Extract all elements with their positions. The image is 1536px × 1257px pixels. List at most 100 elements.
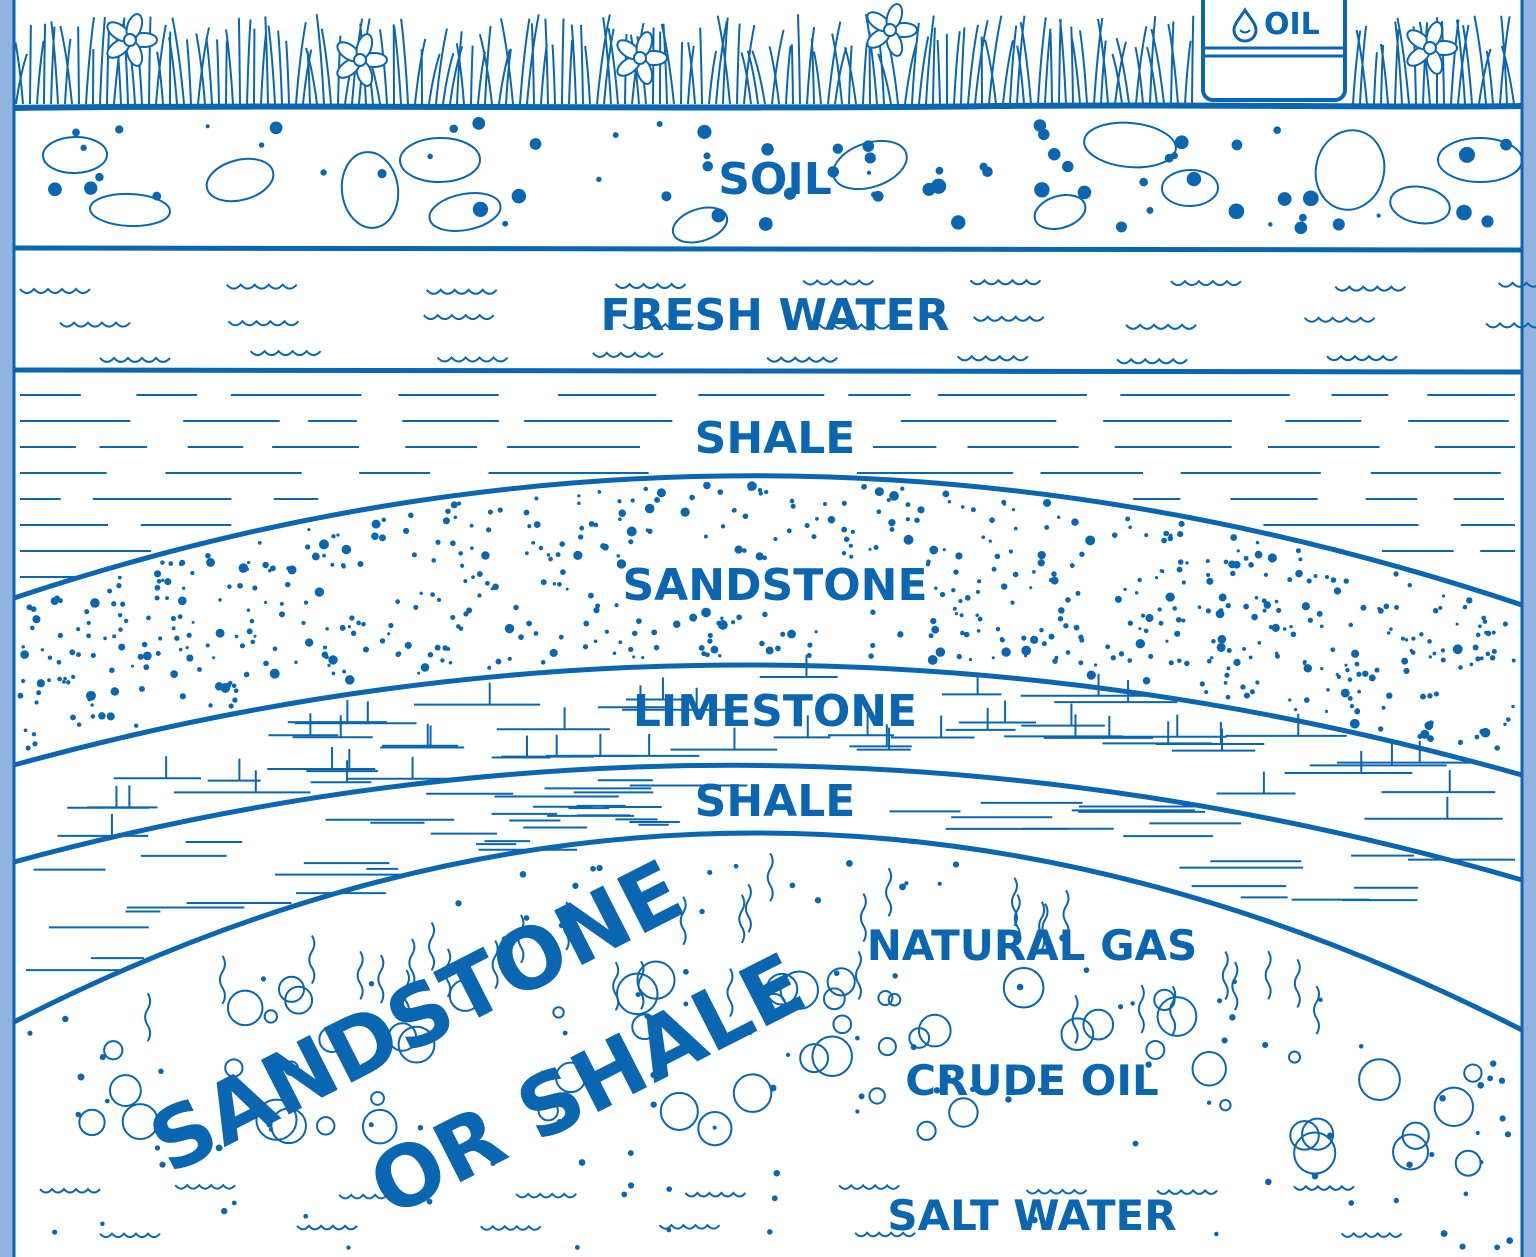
sand-grain [171, 626, 176, 631]
reservoir-dot [1117, 1004, 1124, 1010]
gas-wisp [726, 968, 734, 1018]
sand-grain [118, 643, 126, 651]
pebble [697, 124, 712, 139]
reservoir-dot [789, 882, 796, 889]
wave [1497, 281, 1536, 288]
pebble [1174, 135, 1189, 150]
wave [622, 322, 695, 330]
sand-grain [238, 563, 249, 573]
sand-grain [628, 646, 634, 652]
saltwater-wave [480, 1224, 542, 1231]
sand-grain [1223, 559, 1229, 565]
sand-grain [578, 534, 584, 540]
sand-grain [531, 541, 536, 545]
sand-grain [558, 634, 564, 640]
sand-grain [947, 500, 952, 504]
sand-grain [1141, 613, 1146, 618]
sand-grain [873, 545, 879, 551]
reservoir-dot [1489, 1060, 1497, 1067]
reservoir-dot [303, 1213, 309, 1219]
pebble [377, 169, 387, 179]
rock [340, 151, 400, 229]
sand-grain [731, 508, 735, 513]
sand-grain [450, 614, 456, 621]
sand-grain [841, 551, 847, 556]
sand-grain [117, 575, 122, 580]
sand-grain [471, 575, 475, 579]
limestone-brick [1216, 771, 1296, 795]
rock [428, 192, 502, 232]
sand-grain [109, 667, 115, 674]
sand-grain [435, 539, 441, 545]
sand-grain [1452, 644, 1463, 655]
grass-blade [687, 42, 696, 105]
sand-grain [736, 614, 742, 621]
wave [59, 321, 131, 328]
sand-grain [698, 644, 705, 651]
pebble [1273, 126, 1282, 135]
sand-grain [1211, 638, 1216, 644]
sand-grain [557, 581, 562, 587]
sand-grain [1478, 624, 1482, 629]
reservoir-dot [104, 1098, 110, 1104]
reservoir-dot [158, 1068, 164, 1075]
sand-grain [1340, 688, 1350, 698]
sand-grain [843, 536, 850, 543]
grass-blade [85, 16, 95, 105]
sand-grain [929, 545, 939, 555]
grass-blade [862, 42, 868, 105]
oil-bubble [316, 1116, 336, 1136]
oil-bubble [537, 1100, 559, 1122]
sand-grain [1348, 622, 1354, 628]
sand-grain [1335, 672, 1339, 677]
rock [1437, 136, 1523, 184]
sand-grain [1489, 655, 1496, 661]
sand-grain [154, 595, 160, 601]
sand-grain [707, 632, 713, 638]
sand-grain [927, 655, 938, 665]
sand-grain [939, 591, 946, 598]
reservoir-dot [52, 1229, 58, 1235]
pebble [1231, 139, 1243, 151]
reservoir-dot [858, 1093, 865, 1100]
sand-grain [653, 644, 660, 651]
gas-wisp [1038, 901, 1046, 951]
boundary-freshwater-shale [13, 367, 1523, 375]
sand-grain [1462, 604, 1468, 610]
sand-grain [90, 703, 94, 707]
reservoir-dot [635, 992, 641, 998]
grass-blade [277, 30, 283, 105]
sand-grain [450, 540, 456, 547]
reservoir-dot [1487, 1075, 1494, 1082]
limestone-brick [491, 735, 551, 759]
grass-blade [708, 50, 718, 105]
limestone-brick [1103, 714, 1227, 738]
sand-grain [225, 682, 232, 689]
sand-grain [1054, 655, 1059, 660]
sand-grain [25, 745, 31, 751]
grass-blade [813, 51, 822, 105]
limestone-brick [621, 687, 747, 711]
grass-blade [790, 44, 794, 105]
sand-grain [886, 498, 891, 503]
grass-blade [1191, 15, 1195, 105]
grass-blade [498, 49, 511, 105]
sand-grain [533, 521, 541, 528]
sand-grain [356, 620, 361, 626]
sand-grain [47, 678, 51, 683]
oil-bubble [1156, 996, 1198, 1037]
flower-center [123, 33, 137, 47]
sand-grain [138, 685, 145, 692]
sand-grain [1427, 735, 1434, 742]
sand-grain [1479, 656, 1484, 661]
sand-grain [495, 658, 502, 665]
sand-grain [243, 671, 250, 678]
sand-grain [1466, 597, 1473, 604]
oil-bubble [1060, 1017, 1095, 1052]
reservoir-dot [590, 865, 596, 872]
oil-barrel-icon: OIL [1201, 0, 1347, 102]
sand-grain [1157, 607, 1162, 612]
sand-grain [402, 527, 410, 535]
grass-blade [746, 50, 759, 105]
sand-grain [560, 569, 566, 576]
